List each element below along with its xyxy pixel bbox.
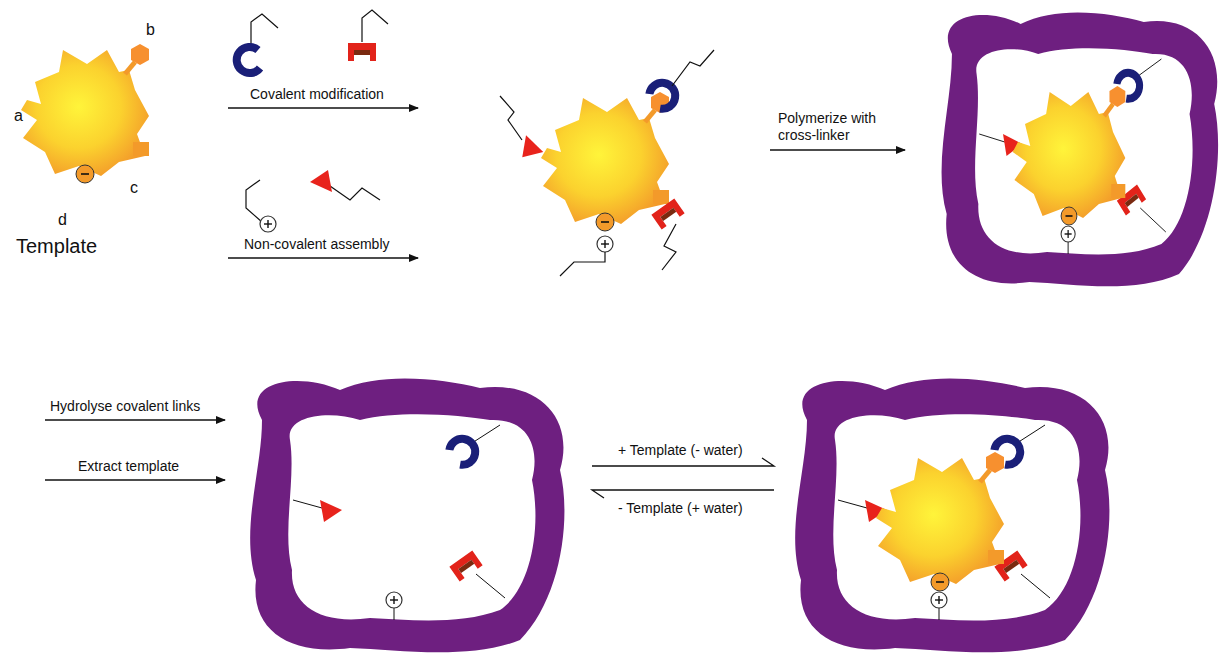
- text-label: Hydrolyse covalent links: [50, 398, 200, 415]
- text-label: d: [58, 210, 67, 229]
- text-label: - Template (+ water): [618, 500, 743, 517]
- text-label: + Template (- water): [618, 442, 743, 459]
- text-label: a: [14, 106, 23, 125]
- text-label: b: [146, 20, 155, 39]
- text-label: Template: [16, 234, 97, 258]
- text-label: c: [130, 178, 138, 197]
- text-label: Polymerize with cross-linker: [778, 110, 906, 144]
- text-label: Extract template: [78, 458, 179, 475]
- text-label: Non-covalent assembly: [244, 236, 390, 253]
- text-label: Covalent modification: [250, 86, 384, 103]
